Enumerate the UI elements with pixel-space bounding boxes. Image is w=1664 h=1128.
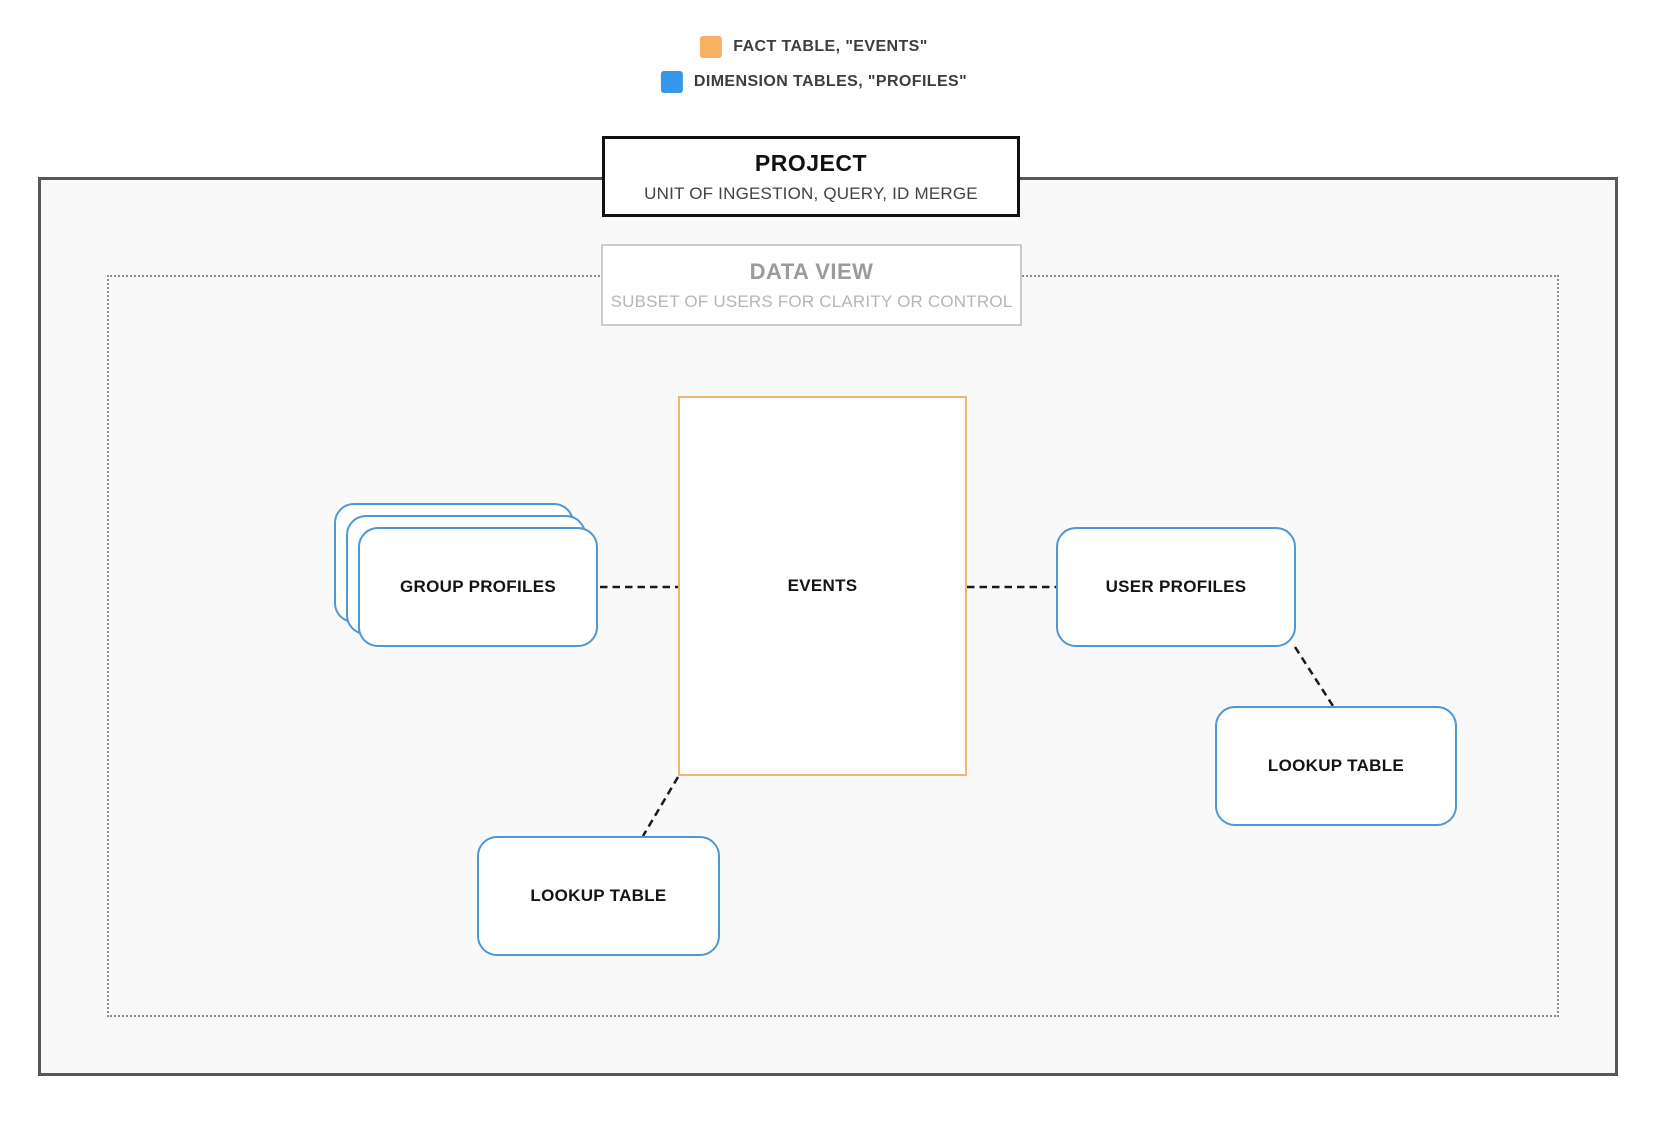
lookup-table-right-node: LOOKUP TABLE: [1215, 706, 1457, 826]
legend-dimension-tables-label: DIMENSION TABLES, "PROFILES": [693, 73, 968, 90]
group-profiles-node-label: GROUP PROFILES: [400, 577, 556, 596]
data-view-subtitle: SUBSET OF USERS FOR CLARITY OR CONTROL: [610, 291, 1013, 311]
user-profiles-node-label: USER PROFILES: [1105, 577, 1247, 596]
legend: FACT TABLE, "EVENTS" DIMENSION TABLES, "…: [660, 36, 968, 93]
legend-item-fact-table: FACT TABLE, "EVENTS": [700, 36, 927, 58]
events-node-label: EVENTS: [787, 576, 858, 595]
lookup-table-bottom-node-label: LOOKUP TABLE: [530, 886, 667, 905]
lookup-table-bottom-node: LOOKUP TABLE: [477, 836, 720, 956]
dimension-tables-color-swatch-icon: [660, 71, 683, 93]
user-profiles-node: USER PROFILES: [1056, 527, 1296, 647]
events-node: EVENTS: [678, 396, 967, 776]
project-subtitle: UNIT OF INGESTION, QUERY, ID MERGE: [644, 183, 978, 203]
data-view-header-box: DATA VIEW SUBSET OF USERS FOR CLARITY OR…: [601, 244, 1022, 326]
project-header-box: PROJECT UNIT OF INGESTION, QUERY, ID MER…: [602, 136, 1020, 217]
legend-item-dimension-tables: DIMENSION TABLES, "PROFILES": [660, 71, 968, 93]
project-title: PROJECT: [754, 149, 868, 176]
fact-table-color-swatch-icon: [700, 36, 723, 58]
data-view-title: DATA VIEW: [749, 258, 874, 284]
lookup-table-right-node-label: LOOKUP TABLE: [1267, 756, 1405, 775]
legend-fact-table-label: FACT TABLE, "EVENTS": [733, 38, 928, 55]
group-profiles-node: GROUP PROFILES: [358, 527, 598, 647]
